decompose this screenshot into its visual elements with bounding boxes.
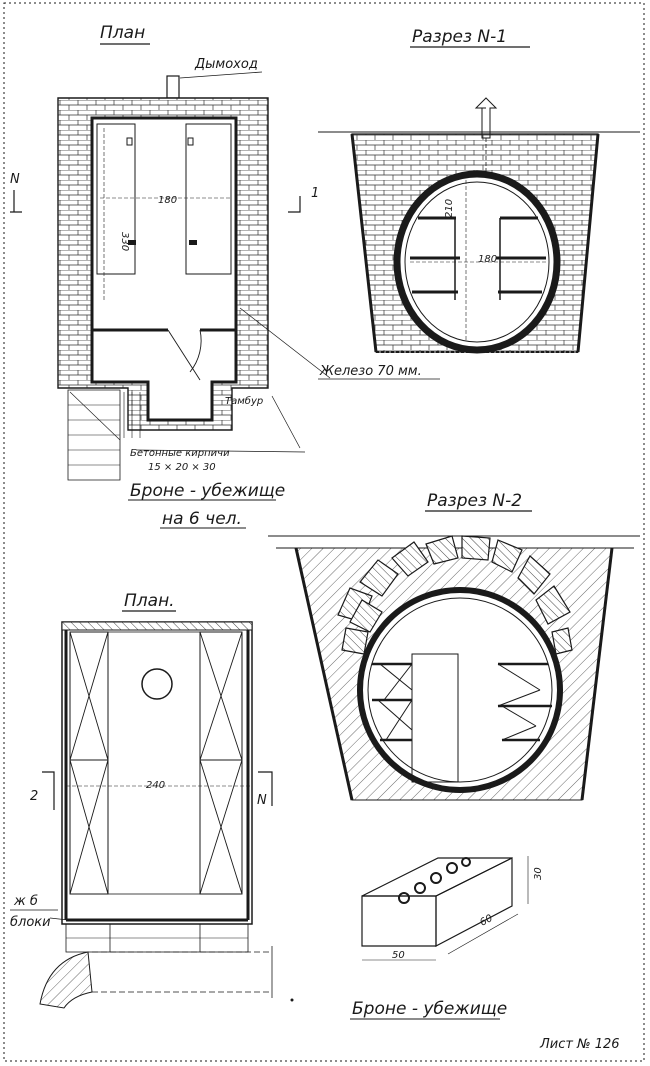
footer-caption: Броне - убежище xyxy=(352,999,507,1019)
block-top-face xyxy=(361,857,513,897)
section-1-title: Разрез N-1 xyxy=(412,27,507,47)
vent-arrow xyxy=(474,97,498,139)
section-1: Разрез N-1 210 180 Железо 70 мм. xyxy=(318,27,640,380)
door-swing xyxy=(189,329,202,373)
plan-bottom-width-dim: 240 xyxy=(146,780,165,791)
block-dim-width: 50 xyxy=(392,950,405,961)
plan-top-length-dim: 330 xyxy=(119,232,130,251)
block-side-face xyxy=(435,857,513,947)
plan-top-room xyxy=(90,116,238,422)
block-isometric: 30 60 50 xyxy=(361,856,544,961)
bricks-label-1: Бетонные кирпичи xyxy=(130,448,230,459)
plan-top-width-dim: 180 xyxy=(158,195,177,206)
blocks-label-1: ж б xyxy=(13,894,38,909)
block-front-face xyxy=(361,895,437,947)
plan-bottom-walls xyxy=(61,621,253,925)
sheet-number: Лист № 126 xyxy=(539,1037,620,1052)
blocks-label-2: блоки xyxy=(10,915,51,930)
chimney-label: Дымоход xyxy=(194,57,258,72)
section-2-shelves-right xyxy=(497,662,552,742)
plan-top-section-mark: 1 xyxy=(311,186,319,201)
plan-top-title: План xyxy=(100,23,145,43)
block-dim-length: 60 xyxy=(478,913,494,929)
plan-bottom: План. 240 2 N ж б xyxy=(10,591,294,1009)
bunk-right xyxy=(185,123,232,275)
section-2-block-arch xyxy=(337,535,573,655)
plan-bottom-vent xyxy=(141,668,173,700)
plan-bottom-title: План. xyxy=(124,591,175,611)
section-2-title: Разрез N-2 xyxy=(427,491,522,511)
chimney-pipe xyxy=(166,75,180,99)
plan-bottom-section-mark: 2 xyxy=(30,789,38,804)
caption-top-2: на 6 чел. xyxy=(162,509,242,529)
bunk-left xyxy=(96,123,136,275)
plan-bottom-north: N xyxy=(257,793,267,808)
section-1-height-dim: 210 xyxy=(444,199,455,218)
door-leaf xyxy=(167,329,201,381)
plan-bottom-entrance xyxy=(39,951,93,1009)
section-2-shelves-left xyxy=(372,662,413,742)
bricks-label-2: 15 × 20 × 30 xyxy=(148,462,216,473)
caption-top-1: Броне - убежище xyxy=(130,481,285,501)
plan-bottom-bunk-right xyxy=(199,631,243,895)
sheet-border xyxy=(3,2,645,1062)
section-2: Разрез N-2 xyxy=(268,491,640,801)
plan-bottom-table xyxy=(107,631,201,895)
section-2-bench xyxy=(411,653,459,783)
plan-top-north: N xyxy=(10,172,20,187)
plan-top: План Дымоход 180 330 N 1 xyxy=(10,23,331,529)
plan-bottom-bunk-left xyxy=(69,631,109,895)
vestibule-label: Тамбур xyxy=(225,395,263,407)
block-dim-height: 30 xyxy=(533,867,544,880)
section-1-width-dim: 180 xyxy=(478,254,497,265)
iron-label: Железо 70 мм. xyxy=(319,364,422,379)
